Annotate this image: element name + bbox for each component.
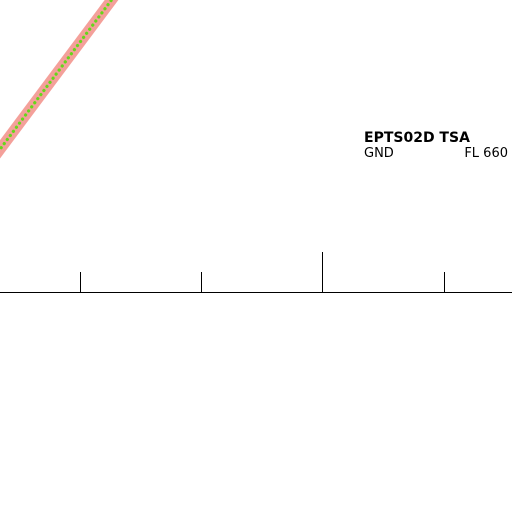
airspace-limits: GND FL 660 xyxy=(364,146,510,162)
airspace-lower-limit: GND xyxy=(364,146,394,161)
airspace-upper-limit: FL 660 xyxy=(464,146,508,161)
route-dots xyxy=(0,0,114,152)
airspace-name: EPTS02D TSA xyxy=(364,130,470,146)
airspace-label[interactable]: EPTS02D TSA GND FL 660 xyxy=(364,130,510,162)
route-halo xyxy=(0,0,119,159)
route-line[interactable] xyxy=(0,0,119,160)
scale-bar xyxy=(0,252,512,293)
